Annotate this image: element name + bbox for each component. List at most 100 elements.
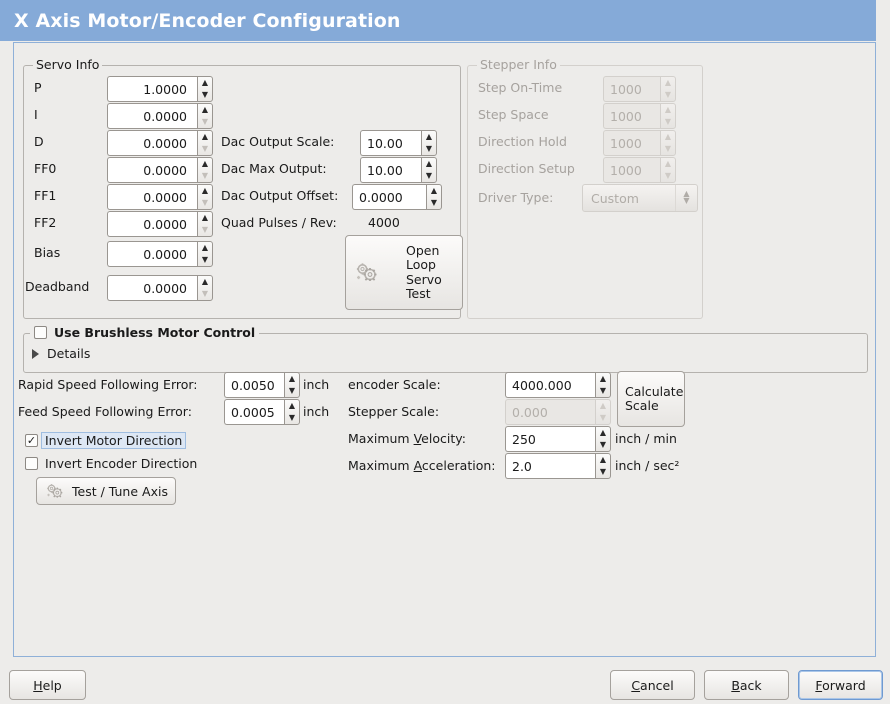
dac-output-offset-input[interactable]: [352, 184, 426, 210]
stepper-info-group: Stepper Info Step On-Time Step Space Dir…: [467, 57, 703, 319]
checkbox-box[interactable]: ✓: [25, 434, 38, 447]
servo-field-ff1[interactable]: ▲▼: [107, 184, 213, 210]
spinner-up-icon[interactable]: ▲: [425, 159, 433, 168]
spinner-down-icon[interactable]: ▼: [599, 467, 607, 476]
spinner-up-icon[interactable]: ▲: [201, 132, 209, 141]
spinner-down-icon[interactable]: ▼: [201, 289, 209, 298]
dac-output-scale-input[interactable]: [360, 130, 421, 156]
maximum-acceleration-spinner[interactable]: ▲▼: [595, 453, 611, 479]
rapid-following-error-input[interactable]: [224, 372, 284, 398]
invert-encoder-direction-checkbox[interactable]: Invert Encoder Direction: [25, 456, 197, 471]
servo-spinner-ff0[interactable]: ▲▼: [197, 157, 213, 183]
back-button[interactable]: Back: [704, 670, 789, 700]
dac-output-scale-field[interactable]: ▲▼: [360, 130, 437, 156]
servo-field-ff2[interactable]: ▲▼: [107, 211, 213, 237]
dac-output-offset-field[interactable]: ▲▼: [352, 184, 442, 210]
maximum-acceleration-field[interactable]: ▲▼: [505, 453, 611, 479]
feed-following-error-spinner[interactable]: ▲▼: [284, 399, 300, 425]
rapid-following-error-label: Rapid Speed Following Error:: [18, 377, 198, 392]
dac-output-offset-spinner[interactable]: ▲▼: [426, 184, 442, 210]
servo-spinner-i[interactable]: ▲▼: [197, 103, 213, 129]
spinner-up-icon[interactable]: ▲: [201, 277, 209, 286]
dac-max-output-spinner[interactable]: ▲▼: [421, 157, 437, 183]
details-expander[interactable]: Details: [32, 346, 90, 361]
spinner-up-icon[interactable]: ▲: [201, 213, 209, 222]
feed-following-error-field[interactable]: ▲▼: [224, 399, 300, 425]
maximum-acceleration-input[interactable]: [505, 453, 595, 479]
chevron-updown-icon: ▲▼: [675, 185, 697, 211]
checkbox-box[interactable]: [34, 326, 47, 339]
feed-following-error-input[interactable]: [224, 399, 284, 425]
servo-field-i[interactable]: ▲▼: [107, 103, 213, 129]
chevron-right-icon[interactable]: [32, 348, 39, 359]
servo-spinner-d[interactable]: ▲▼: [197, 130, 213, 156]
spinner-down-icon[interactable]: ▼: [201, 255, 209, 264]
servo-input-ff2[interactable]: [107, 211, 197, 237]
servo-field-bias[interactable]: ▲▼: [107, 241, 213, 267]
spinner-down-icon[interactable]: ▼: [288, 386, 296, 395]
spinner-up-icon[interactable]: ▲: [201, 159, 209, 168]
servo-input-ff0[interactable]: [107, 157, 197, 183]
servo-input-p[interactable]: [107, 76, 197, 102]
invert-motor-direction-checkbox[interactable]: ✓ Invert Motor Direction: [25, 432, 187, 449]
checkbox-box[interactable]: [25, 457, 38, 470]
encoder-scale-field[interactable]: ▲▼: [505, 372, 611, 398]
spinner-down-icon[interactable]: ▼: [201, 90, 209, 99]
dac-max-output-input[interactable]: [360, 157, 421, 183]
servo-field-p[interactable]: ▲▼: [107, 76, 213, 102]
cancel-button[interactable]: Cancel: [610, 670, 695, 700]
spinner-up-icon[interactable]: ▲: [599, 374, 607, 383]
encoder-scale-spinner[interactable]: ▲▼: [595, 372, 611, 398]
dac-output-scale-spinner[interactable]: ▲▼: [421, 130, 437, 156]
details-label: Details: [47, 346, 91, 361]
spinner-up-icon[interactable]: ▲: [599, 455, 607, 464]
servo-input-bias[interactable]: [107, 241, 197, 267]
servo-spinner-deadband[interactable]: ▲▼: [197, 275, 213, 301]
servo-field-ff0[interactable]: ▲▼: [107, 157, 213, 183]
maximum-velocity-input[interactable]: [505, 426, 595, 452]
use-brushless-checkbox[interactable]: Use Brushless Motor Control: [34, 325, 255, 340]
forward-button[interactable]: Forward: [798, 670, 883, 700]
spinner-down-icon[interactable]: ▼: [599, 386, 607, 395]
servo-info-legend: Servo Info: [33, 57, 103, 72]
spinner-up-icon[interactable]: ▲: [201, 243, 209, 252]
test-tune-axis-button[interactable]: Test / Tune Axis: [36, 477, 176, 505]
dac-max-output-field[interactable]: ▲▼: [360, 157, 437, 183]
servo-field-deadband[interactable]: ▲▼: [107, 275, 213, 301]
servo-input-deadband[interactable]: [107, 275, 197, 301]
spinner-up-icon[interactable]: ▲: [201, 186, 209, 195]
rapid-following-error-spinner[interactable]: ▲▼: [284, 372, 300, 398]
spinner-down-icon[interactable]: ▼: [430, 198, 438, 207]
spinner-up-icon[interactable]: ▲: [425, 132, 433, 141]
spinner-down-icon[interactable]: ▼: [201, 171, 209, 180]
spinner-up-icon[interactable]: ▲: [288, 374, 296, 383]
spinner-up-icon[interactable]: ▲: [201, 105, 209, 114]
servo-spinner-ff2[interactable]: ▲▼: [197, 211, 213, 237]
servo-input-ff1[interactable]: [107, 184, 197, 210]
rapid-following-error-field[interactable]: ▲▼: [224, 372, 300, 398]
spinner-up-icon[interactable]: ▲: [599, 428, 607, 437]
spinner-down-icon[interactable]: ▼: [425, 171, 433, 180]
spinner-down-icon[interactable]: ▼: [201, 225, 209, 234]
encoder-scale-input[interactable]: [505, 372, 595, 398]
maximum-velocity-field[interactable]: ▲▼: [505, 426, 611, 452]
servo-spinner-ff1[interactable]: ▲▼: [197, 184, 213, 210]
calculate-scale-button[interactable]: Calculate Scale: [617, 371, 685, 427]
servo-input-i[interactable]: [107, 103, 197, 129]
servo-field-d[interactable]: ▲▼: [107, 130, 213, 156]
servo-spinner-p[interactable]: ▲▼: [197, 76, 213, 102]
help-button[interactable]: Help: [9, 670, 86, 700]
spinner-up-icon[interactable]: ▲: [201, 78, 209, 87]
servo-input-d[interactable]: [107, 130, 197, 156]
spinner-down-icon[interactable]: ▼: [201, 198, 209, 207]
servo-spinner-bias[interactable]: ▲▼: [197, 241, 213, 267]
spinner-down-icon[interactable]: ▼: [425, 144, 433, 153]
spinner-up-icon[interactable]: ▲: [430, 186, 438, 195]
spinner-down-icon[interactable]: ▼: [201, 144, 209, 153]
spinner-down-icon[interactable]: ▼: [599, 440, 607, 449]
spinner-down-icon[interactable]: ▼: [201, 117, 209, 126]
spinner-down-icon[interactable]: ▼: [288, 413, 296, 422]
open-loop-servo-test-button[interactable]: Open Loop Servo Test: [345, 235, 463, 310]
maximum-velocity-spinner[interactable]: ▲▼: [595, 426, 611, 452]
spinner-up-icon[interactable]: ▲: [288, 401, 296, 410]
